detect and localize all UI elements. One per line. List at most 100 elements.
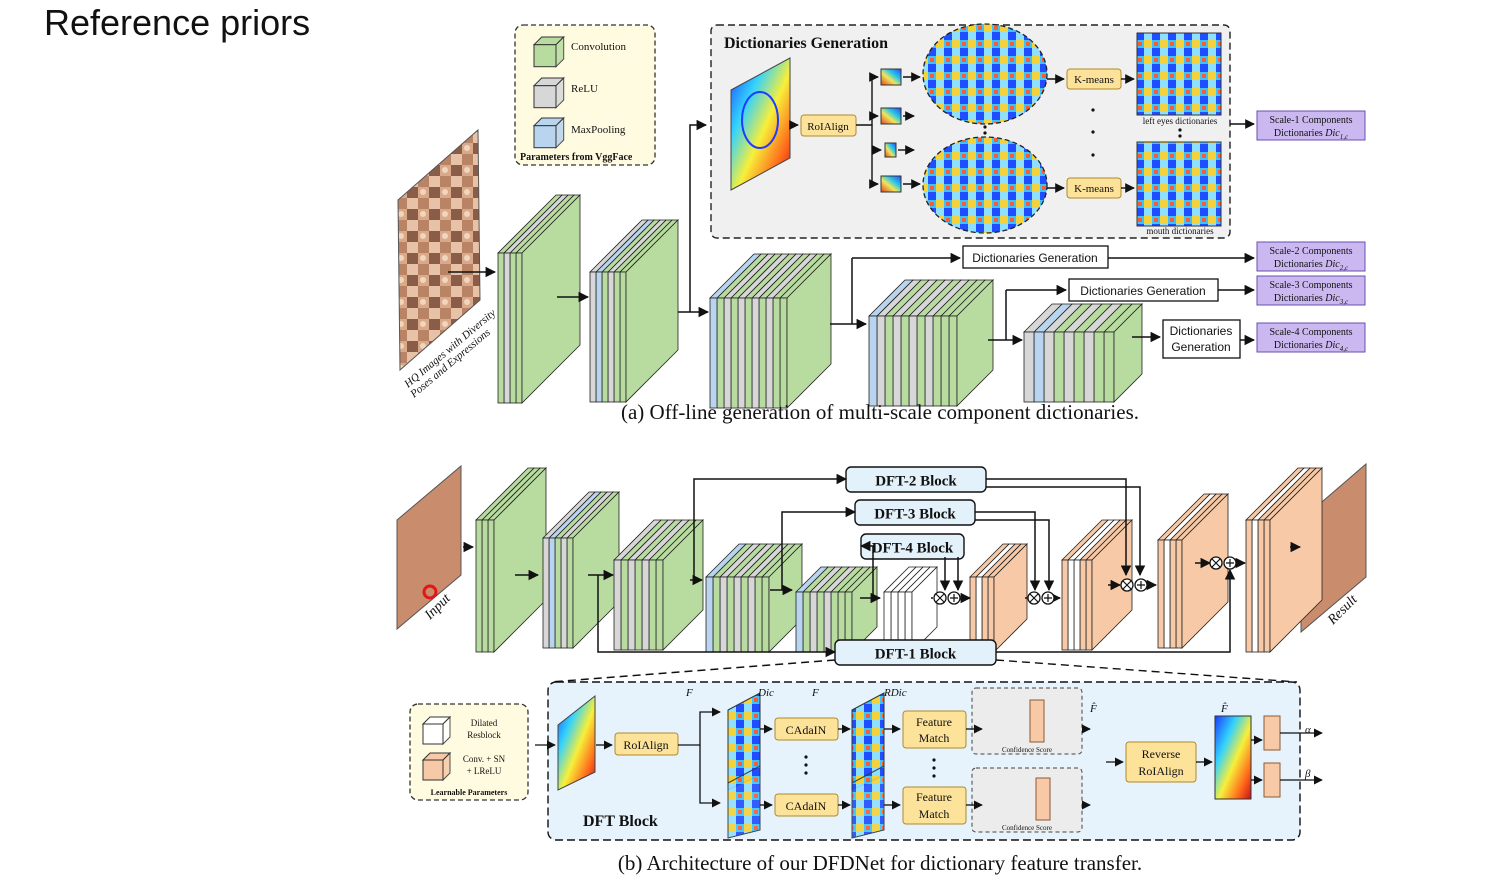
dict-gen-box-2	[962, 245, 1109, 269]
dict-gen-box-4-line1: Dictionaries	[1170, 324, 1233, 338]
encoder-stack-b-3	[613, 519, 704, 651]
legend-learnable	[409, 703, 529, 801]
modulation-ops-4	[1209, 556, 1237, 570]
encoder-stack-b-2	[542, 491, 620, 649]
kmeans-label-1: K-means	[1074, 74, 1114, 86]
dict-label-mouth: mouth dictionaries	[1146, 226, 1214, 236]
dft-internal-arrows	[535, 707, 1323, 810]
decoder-stack-b-3	[1157, 493, 1229, 649]
legend-conv-line1: Conv. + SN	[463, 754, 506, 764]
legend-convolution-cube	[532, 35, 565, 68]
encoder-stack-a-5	[1023, 303, 1143, 403]
output-conv-blocks	[1263, 715, 1281, 798]
dft-block-label-3: DFT-4 Block	[872, 541, 954, 557]
legend-conv-cube	[421, 751, 452, 782]
reverse-roialign-line2: RoIAlign	[1138, 764, 1183, 778]
feature-match-2-line1: Feature	[916, 790, 952, 804]
dft-block-box-2: DFT-3 Block	[854, 499, 976, 526]
dft-face-heatmap	[557, 694, 596, 791]
dft-block-title: DFT Block	[583, 813, 658, 830]
roialign-label-b: RoIAlign	[623, 738, 668, 752]
legend-relu-label: ReLU	[571, 83, 598, 95]
scale-4-label: Scale-4 Components	[1269, 327, 1352, 338]
rdic-symbol: RDic	[883, 687, 907, 699]
alpha-symbol: α	[1305, 724, 1311, 736]
dict-gen-box-4	[1162, 319, 1241, 359]
encoder-arrows-a	[448, 119, 1256, 346]
modulation-ops-2	[1027, 591, 1055, 605]
scale-3-label: Scale-3 Components	[1269, 280, 1352, 291]
scale-1-sub: Dictionaries Dic1,c	[1274, 128, 1349, 141]
caption-b: (b) Architecture of our DFDNet for dicti…	[618, 851, 1142, 875]
beta-symbol: β	[1304, 768, 1311, 780]
dft-block-label-2: DFT-3 Block	[874, 507, 956, 523]
crop-patches	[880, 68, 902, 193]
decoder-stack-b-4	[1245, 467, 1323, 653]
dict-grid-mouth	[1136, 141, 1222, 227]
cluster-circle-eyes	[922, 23, 1048, 125]
confidence-score-label-1: Confidence Score	[1002, 746, 1052, 754]
legend-dilated-line2: Resblock	[467, 730, 501, 740]
caption-a: (a) Off-line generation of multi-scale c…	[621, 400, 1139, 424]
dic-symbol: Dic	[757, 687, 774, 699]
legend-dilated-line1: Dilated	[471, 718, 498, 728]
encoder-stack-a-3	[709, 253, 832, 409]
cadain-label-2: CAdaIN	[786, 799, 827, 813]
encoder-stack-a-2	[589, 219, 679, 403]
dict-gen-title: Dictionaries Generation	[724, 35, 888, 52]
modulation-ops-1	[933, 591, 961, 605]
modulation-ops-3	[1120, 578, 1148, 592]
input-face-collage	[397, 128, 481, 372]
f-symbol-1: F	[685, 687, 693, 699]
roialign-box-b	[614, 732, 679, 756]
feature-grids	[727, 692, 1252, 839]
scale-3-sub: Dictionaries Dic3,c	[1274, 293, 1349, 306]
fhat-symbol-2: F̂	[1220, 702, 1228, 715]
encoder-stack-a-4	[868, 279, 994, 407]
vertical-dots-b	[804, 755, 936, 778]
f-symbol-2: F	[811, 687, 819, 699]
legend-relu-cube	[532, 76, 565, 109]
legend-dilated-cube	[421, 715, 452, 746]
legend-learnable-footer: Learnable Parameters	[431, 788, 508, 797]
dft-block-box-4: DFT-1 Block	[834, 639, 997, 666]
dft-expansion-lines	[549, 659, 1298, 683]
dilated-resblock-stack	[883, 566, 938, 653]
dict-gen-box-4-line2: Generation	[1171, 340, 1230, 354]
scale-1-label: Scale-1 Components	[1269, 115, 1352, 126]
dft-block-label-4: DFT-1 Block	[875, 647, 957, 663]
cadain-label-1: CAdaIN	[786, 723, 827, 737]
dict-gen-arrows	[789, 72, 1255, 193]
dict-gen-box-2-label: Dictionaries Generation	[972, 251, 1097, 265]
dict-gen-box-3-label: Dictionaries Generation	[1080, 284, 1205, 298]
encoder-stack-b-5	[795, 566, 878, 653]
confidence-score-boxes	[971, 687, 1083, 833]
encoder-stack-b-1	[475, 467, 547, 653]
scale-2-label: Scale-2 Components	[1269, 246, 1352, 257]
confidence-score-label-2: Confidence Score	[1002, 824, 1052, 832]
cluster-circle-mouth	[922, 136, 1048, 234]
feature-match-1-line1: Feature	[916, 715, 952, 729]
legend-convolution-label: Convolution	[571, 41, 627, 53]
legend-conv-line2: + LReLU	[467, 766, 502, 776]
input-face	[396, 464, 462, 631]
encoder-stack-b-4	[705, 543, 803, 653]
roialign-label-a: RoIAlign	[807, 121, 849, 133]
network-arrows-b	[463, 473, 1302, 658]
legend-footer: Parameters from VggFace	[520, 152, 633, 163]
kmeans-label-2: K-means	[1074, 183, 1114, 195]
scale-2-sub: Dictionaries Dic2,c	[1274, 259, 1349, 272]
fhat-symbol-1: F̂	[1089, 702, 1097, 715]
decoder-stack-b-1	[969, 543, 1028, 653]
vertical-dots-a	[983, 108, 1182, 157]
legend-maxpooling-cube	[532, 116, 565, 149]
dict-grid-eyes	[1136, 32, 1222, 116]
dft-block-label-1: DFT-2 Block	[875, 474, 957, 490]
dict-label-eyes: left eyes dictionaries	[1143, 116, 1218, 126]
dict-gen-box-3	[1068, 278, 1219, 302]
encoder-stack-a-1	[497, 194, 581, 404]
